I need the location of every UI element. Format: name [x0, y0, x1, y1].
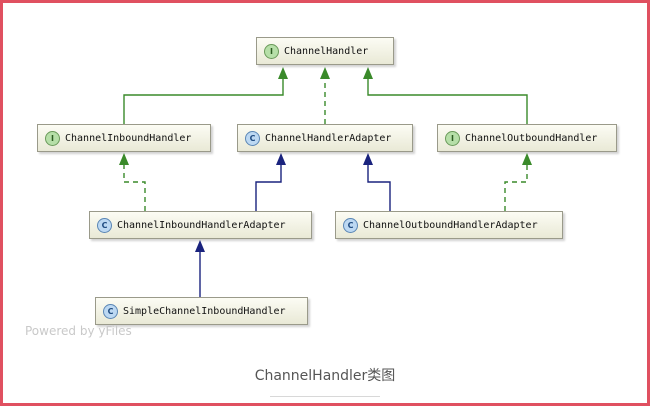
interface-icon: I	[445, 130, 460, 146]
edge-outbound-adapter-to-outbound	[504, 163, 528, 211]
edge-inbound-adapter-to-adapter	[255, 163, 282, 211]
arrowhead	[278, 67, 288, 79]
edge-inbound-adapter-to-inbound	[123, 163, 146, 211]
edge-inbound-to-handler	[123, 77, 284, 124]
class-node-simple-channel-inbound-handler[interactable]: C SimpleChannelInboundHandler	[95, 297, 308, 325]
yfiles-watermark: Powered by yFiles	[25, 324, 132, 338]
class-node-channel-handler-adapter[interactable]: C ChannelHandlerAdapter	[237, 124, 413, 152]
class-node-channel-handler[interactable]: I ChannelHandler	[256, 37, 394, 65]
interface-icon: I	[264, 43, 279, 59]
class-icon: C	[245, 130, 260, 146]
class-node-channel-outbound-handler[interactable]: I ChannelOutboundHandler	[437, 124, 617, 152]
class-name: ChannelOutboundHandler	[465, 132, 598, 144]
class-name: ChannelHandler	[284, 45, 369, 57]
class-node-channel-inbound-handler[interactable]: I ChannelInboundHandler	[37, 124, 211, 152]
class-name: ChannelOutboundHandlerAdapter	[363, 219, 538, 231]
figure-caption: ChannelHandler类图	[254, 368, 396, 384]
class-name: SimpleChannelInboundHandler	[123, 305, 286, 317]
class-name: ChannelHandlerAdapter	[265, 132, 392, 144]
arrowhead	[320, 67, 330, 79]
arrowhead	[522, 153, 532, 165]
edge-outbound-adapter-to-adapter	[367, 163, 391, 211]
class-node-channel-outbound-handler-adapter[interactable]: C ChannelOutboundHandlerAdapter	[335, 211, 563, 239]
arrowhead	[195, 240, 205, 252]
class-icon: C	[97, 217, 112, 233]
class-node-channel-inbound-handler-adapter[interactable]: C ChannelInboundHandlerAdapter	[89, 211, 312, 239]
interface-icon: I	[45, 130, 60, 146]
edge-outbound-to-handler	[367, 77, 528, 124]
class-icon: C	[343, 217, 358, 233]
class-icon: C	[103, 303, 118, 319]
class-name: ChannelInboundHandler	[65, 132, 192, 144]
caption-divider	[270, 396, 380, 397]
arrowhead	[363, 67, 373, 79]
arrowhead	[363, 153, 373, 165]
arrowhead	[276, 153, 286, 165]
arrowhead	[119, 153, 129, 165]
class-name: ChannelInboundHandlerAdapter	[117, 219, 286, 231]
